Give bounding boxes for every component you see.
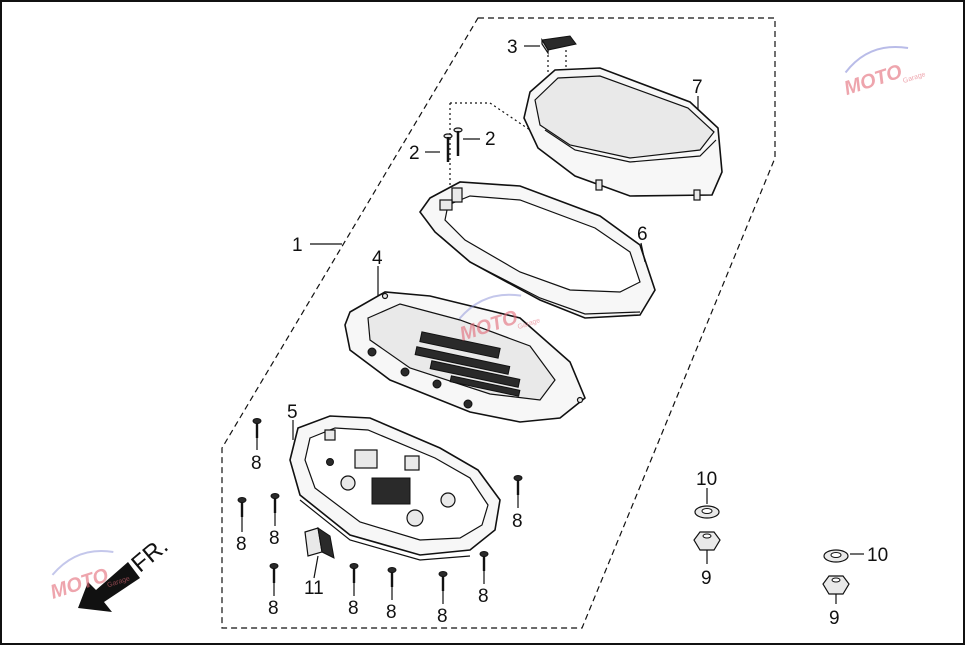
screw-8c bbox=[270, 493, 280, 513]
callout-8f: 8 bbox=[386, 602, 397, 623]
leader-lines bbox=[241, 45, 864, 604]
callout-9-left: 9 bbox=[701, 568, 712, 589]
screw-8g bbox=[438, 571, 448, 591]
callout-10-left: 10 bbox=[696, 469, 717, 490]
callout-7: 7 bbox=[692, 77, 703, 98]
callout-8a: 8 bbox=[251, 453, 262, 474]
callout-11: 11 bbox=[304, 578, 324, 599]
callout-8i: 8 bbox=[512, 511, 523, 532]
callout-5: 5 bbox=[287, 402, 298, 423]
part-2-screw-right bbox=[453, 127, 463, 156]
part-10-washer-left bbox=[694, 505, 720, 519]
callout-labels: 1 2 2 3 4 5 6 7 8 8 8 8 8 8 8 8 8 9 9 10… bbox=[236, 37, 888, 629]
part-8-screws bbox=[237, 418, 523, 591]
screw-8f bbox=[387, 567, 397, 587]
front-direction-arrow bbox=[78, 562, 140, 612]
screw-8e bbox=[349, 563, 359, 583]
part-3-clip bbox=[541, 35, 577, 55]
part-5-lower-case bbox=[289, 415, 501, 561]
part-4-display-board bbox=[344, 291, 586, 423]
callout-2-right: 2 bbox=[485, 129, 496, 150]
callout-10-right: 10 bbox=[867, 545, 888, 566]
callout-8d: 8 bbox=[268, 598, 279, 619]
screw-8d bbox=[269, 563, 279, 583]
callout-8e: 8 bbox=[348, 598, 359, 619]
callout-4: 4 bbox=[372, 248, 383, 269]
callout-8b: 8 bbox=[236, 534, 247, 555]
part-11-rubber-block bbox=[304, 526, 335, 559]
callout-3: 3 bbox=[507, 37, 518, 58]
callout-1: 1 bbox=[292, 235, 303, 256]
callout-8h: 8 bbox=[478, 586, 489, 607]
screw-8b bbox=[237, 497, 247, 517]
part-10-washer-right bbox=[823, 549, 849, 563]
callout-2-left: 2 bbox=[409, 143, 420, 164]
part-6-bezel-frame bbox=[419, 181, 656, 319]
callout-9-right: 9 bbox=[829, 608, 840, 629]
part-2-screw-left bbox=[443, 133, 453, 162]
screw-8a bbox=[252, 418, 262, 438]
svg-text:Garage: Garage bbox=[902, 71, 926, 85]
callout-8g: 8 bbox=[437, 606, 448, 627]
callout-6: 6 bbox=[637, 224, 648, 245]
assembly-boundary bbox=[221, 17, 776, 629]
callout-8c: 8 bbox=[269, 528, 280, 549]
part-9-nut-left bbox=[693, 531, 721, 551]
screw-8h bbox=[479, 551, 489, 571]
screw-8i bbox=[513, 475, 523, 495]
watermark-top-right: MOTO Garage bbox=[841, 46, 927, 100]
display-segments bbox=[414, 331, 521, 397]
part-7-upper-cover bbox=[523, 67, 723, 201]
part-9-nut-right bbox=[822, 575, 850, 595]
